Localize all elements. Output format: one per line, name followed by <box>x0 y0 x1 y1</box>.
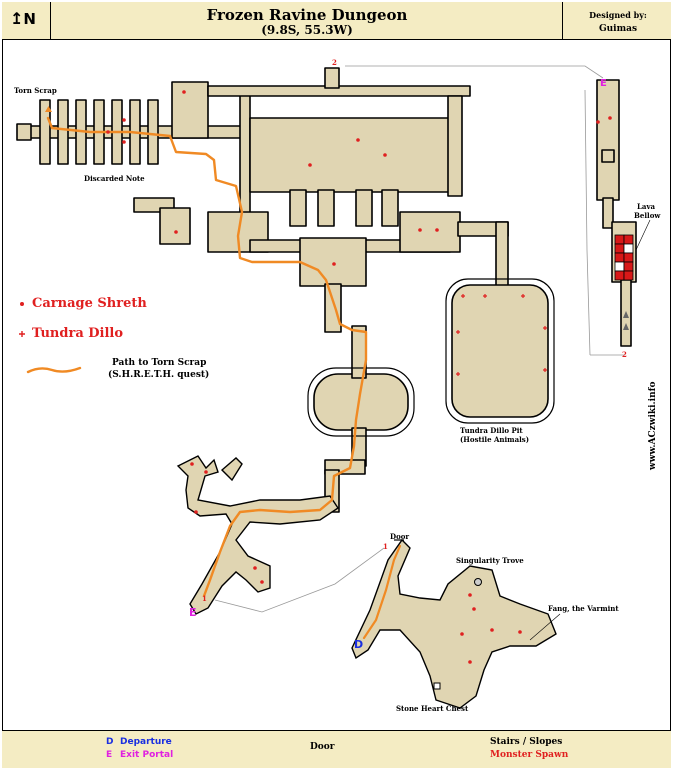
website-label: www.ACzwiki.info <box>648 381 658 470</box>
connector-lines <box>214 65 625 613</box>
footer-departure-key: D <box>106 737 114 747</box>
footer-exit-key: E <box>106 750 113 760</box>
stairs-icon <box>623 311 629 330</box>
tundra-dillo-pit-label: Tundra Dillo Pit <box>460 426 523 435</box>
departure-marker: D <box>354 638 364 651</box>
legend-carnage-shreth: Carnage Shreth <box>32 296 147 311</box>
torn-scrap-label: Torn Scrap <box>14 86 57 95</box>
stone-heart-chest-icon <box>433 682 441 690</box>
outer-walls <box>307 278 555 437</box>
legend-dillo-icon <box>19 331 25 337</box>
legend-path-icon <box>26 366 82 374</box>
header-divider <box>562 2 563 40</box>
footer-spawn-label: Monster Spawn <box>490 750 569 760</box>
lava-label: Lava <box>637 202 656 211</box>
exit-marker-cave: E <box>189 606 197 619</box>
discarded-note-label: Discarded Note <box>84 174 145 183</box>
link-marker-2: 2 <box>332 58 337 67</box>
legend-tundra-dillo: Tundra Dillo <box>32 326 124 341</box>
lava-bellow <box>614 234 634 281</box>
north-label: N <box>23 10 36 28</box>
singularity-trove-icon <box>474 578 482 586</box>
designed-by-label: Designed by: <box>589 10 647 20</box>
monster-spawn-markers <box>106 90 612 664</box>
exit-marker-tower: E <box>600 78 607 89</box>
dillo-spawn-markers <box>456 294 547 376</box>
door-label: Door <box>390 532 410 541</box>
author-name: Guimas <box>598 24 638 34</box>
bellow-label: Bellow <box>634 211 661 220</box>
footer-departure-label: Departure <box>120 737 172 747</box>
header-divider <box>50 2 51 40</box>
north-arrow-icon: ↥ <box>10 9 24 28</box>
north-indicator: ↥N <box>10 9 36 28</box>
link-marker-1: 1 <box>202 594 207 603</box>
map-coordinates: (9.8S, 55.3W) <box>261 23 353 37</box>
path-departure-segment <box>362 544 402 640</box>
fang-label-pointer <box>529 613 561 641</box>
lava-label-pointer <box>635 219 651 251</box>
legend-carnage-icon <box>20 302 24 306</box>
footer-door-label: Door <box>310 742 335 752</box>
link-marker-1: 1 <box>383 542 388 551</box>
footer-legend: D Departure E Exit Portal Door Stairs / … <box>2 730 671 768</box>
hostile-animals-label: (Hostile Animals) <box>460 435 530 444</box>
dungeon-floor <box>16 67 637 513</box>
path-arrow-icon <box>45 106 52 112</box>
footer-exit-label: Exit Portal <box>120 750 174 760</box>
singularity-trove-label: Singularity Trove <box>456 556 524 565</box>
header-bar: ↥N Frozen Ravine Dungeon (9.8S, 55.3W) D… <box>2 2 671 40</box>
link-marker-2: 2 <box>622 350 627 359</box>
fang-label: Fang, the Varmint <box>548 604 619 613</box>
cave-floor <box>176 455 557 709</box>
legend-path-line2: (S.H.R.E.T.H. quest) <box>108 370 210 380</box>
path-to-torn-scrap <box>46 116 368 598</box>
legend-path-line1: Path to Torn Scrap <box>112 358 207 368</box>
map-title: Frozen Ravine Dungeon <box>206 6 408 24</box>
footer-stairs-label: Stairs / Slopes <box>490 737 563 747</box>
stone-heart-chest-label: Stone Heart Chest <box>396 704 469 713</box>
